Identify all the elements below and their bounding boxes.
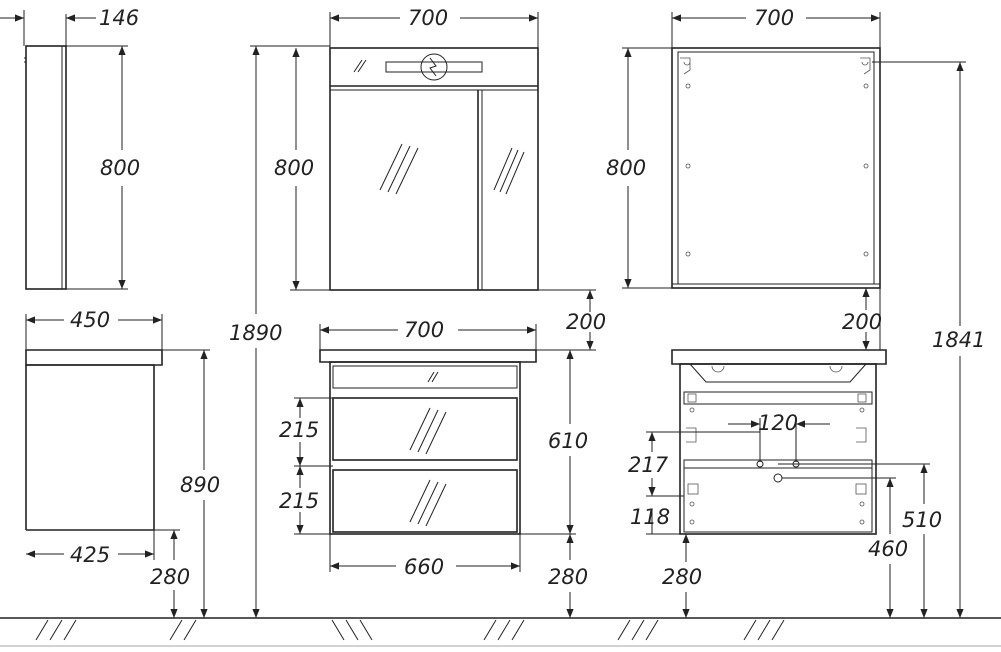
glass-hatch-icon: [379, 143, 525, 195]
back-510-label: 510: [902, 508, 942, 532]
side-leg-label: 280: [150, 565, 190, 589]
mirror-height-label: 800: [274, 156, 314, 180]
gap-right-label: 200: [842, 310, 882, 334]
side-mirror-height-label: 800: [100, 156, 140, 180]
side-mirror-depth-label: 146: [99, 6, 139, 30]
side-mirror-cabinet: [0, 10, 128, 290]
front-inner-width-label: 660: [404, 555, 444, 579]
floor: [0, 617, 1001, 647]
vanity-front: [294, 324, 576, 618]
back-width-label: 700: [754, 6, 794, 30]
mirror-cabinet-back: [622, 12, 966, 618]
drain-height-label: 118: [630, 505, 670, 529]
back-leg-label: 280: [662, 565, 702, 589]
back-total-height-label: 1841: [932, 328, 985, 352]
floor-hatch-icon: [35, 619, 785, 641]
front-leg-label: 280: [548, 565, 588, 589]
front-height-label: 610: [548, 429, 588, 453]
siphon-spacing-label: 120: [758, 411, 798, 435]
side-inner-depth-label: 425: [70, 543, 110, 567]
lightning-bolt-icon: [420, 53, 448, 81]
drawer-1-height-label: 215: [279, 418, 319, 442]
mirror-width-label: 700: [408, 6, 448, 30]
front-width-label: 700: [404, 318, 444, 342]
side-height-label: 890: [180, 473, 220, 497]
side-vanity: [25, 314, 210, 618]
vanity-back: [646, 349, 930, 618]
drawer-2-height-label: 215: [279, 489, 319, 513]
total-height-label: 1890: [229, 321, 282, 345]
back-height-label: 800: [606, 156, 646, 180]
side-depth-label: 450: [70, 308, 110, 332]
siphon-height-label: 217: [628, 453, 669, 477]
back-460-label: 460: [868, 537, 908, 561]
gap-center-label: 200: [566, 310, 606, 334]
mirror-cabinet-front: [290, 12, 596, 351]
total-height-dimension: [250, 45, 330, 618]
